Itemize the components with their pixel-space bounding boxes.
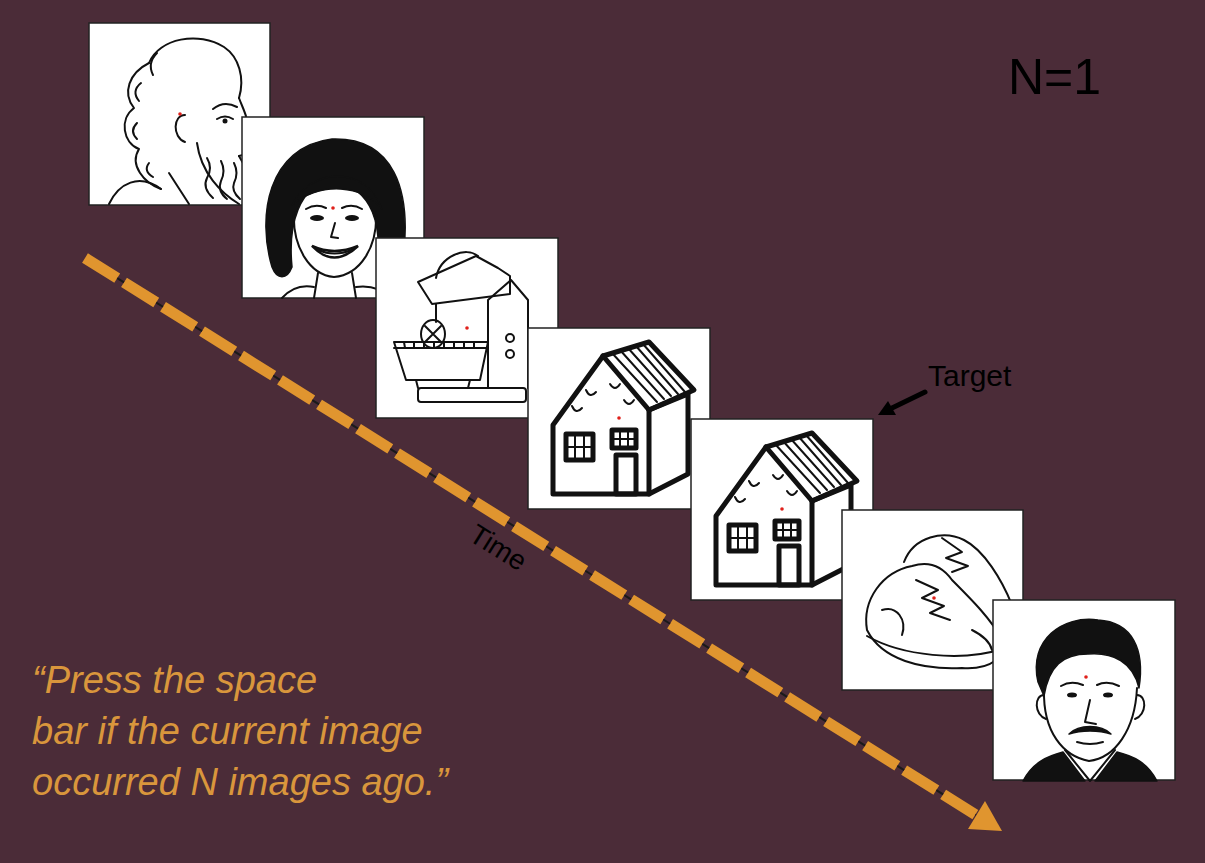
house-image xyxy=(528,328,710,509)
instruction-quote: “Press the space bar if the current imag… xyxy=(32,655,452,808)
man-image xyxy=(993,600,1175,781)
panel-title: N=1 xyxy=(1008,50,1101,105)
target-label: Target xyxy=(928,358,1011,394)
label-wrap: Target xyxy=(928,358,1011,394)
target-pointer xyxy=(878,392,925,415)
wrap-spacer xyxy=(332,655,452,701)
label-wrap: “Press the space bar if the current imag… xyxy=(32,655,452,808)
